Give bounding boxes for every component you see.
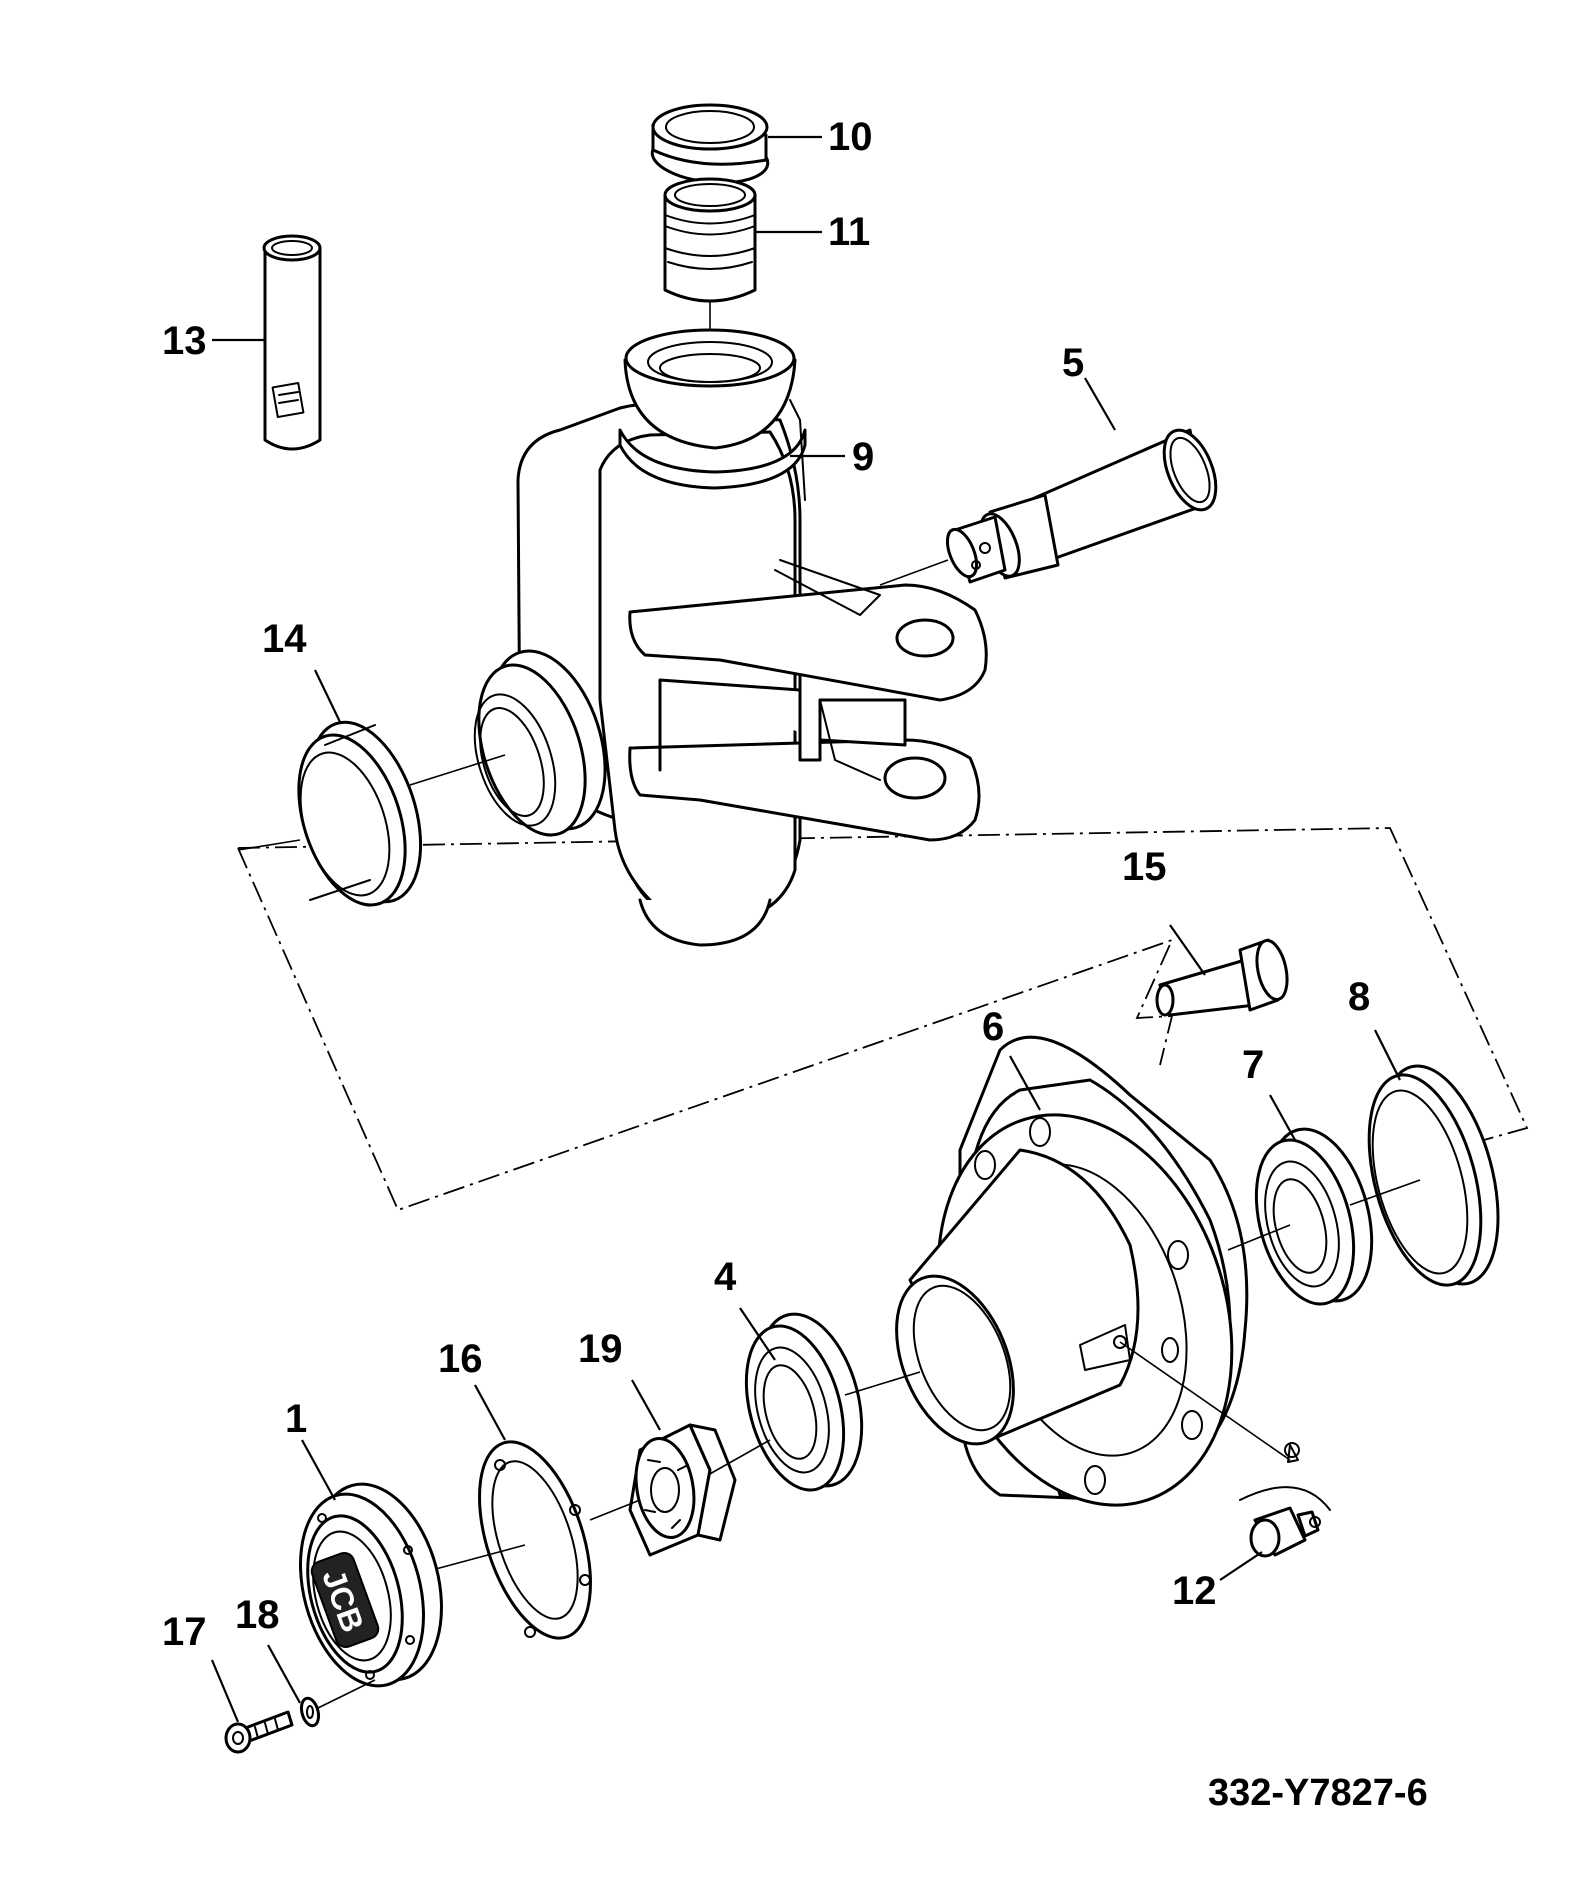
callout-8: 8: [1348, 975, 1370, 1019]
callout-1: 1: [285, 1397, 307, 1441]
axis-16-1: [431, 1544, 526, 1571]
callout-17: 17: [162, 1610, 207, 1654]
callout-9: 9: [852, 435, 874, 479]
callout-18: 18: [235, 1593, 280, 1637]
leader-lines: [210, 135, 1401, 1723]
axis-6-12: [1119, 1341, 1291, 1461]
axis-5-9: [879, 559, 949, 586]
callout-labels: 10 11 13 5 9 14 15 8 6 7 4 19 16 1 18 17…: [162, 115, 1370, 1654]
part-14-seal[interactable]: [279, 708, 441, 918]
callout-5: 5: [1062, 341, 1084, 385]
part-11-bush[interactable]: [663, 177, 757, 303]
axis-19-16: [589, 1499, 641, 1521]
part-4-bearing[interactable]: [730, 1303, 879, 1501]
callout-10: 10: [828, 115, 873, 159]
axis-8-7: [1349, 1179, 1421, 1206]
axis-19-4: [707, 1439, 771, 1476]
axis-18-1: [317, 1679, 376, 1709]
part-10-ring[interactable]: [650, 103, 770, 188]
callout-16: 16: [438, 1337, 483, 1381]
axis-14-left: [237, 839, 301, 851]
part-15-bolt[interactable]: [1155, 938, 1292, 1017]
callout-12: 12: [1172, 1569, 1217, 1613]
callout-11: 11: [828, 210, 870, 254]
axis-14-9: [409, 754, 506, 786]
part-9-swivel-housing[interactable]: [459, 328, 988, 947]
part-18-washer[interactable]: [299, 1696, 322, 1728]
part-17-screw[interactable]: [224, 1710, 294, 1754]
part-5-axle-pin[interactable]: [942, 423, 1227, 584]
part-12-grease-nipple[interactable]: [1239, 1442, 1331, 1558]
callout-14: 14: [262, 617, 307, 661]
axis-7-6: [1227, 1224, 1291, 1251]
callout-7: 7: [1242, 1043, 1264, 1087]
part-13-pin[interactable]: [262, 234, 322, 451]
callout-15: 15: [1122, 845, 1167, 889]
part-6-hub[interactable]: [874, 1035, 1280, 1543]
diagram-reference-code: 332-Y7827-6: [1208, 1772, 1428, 1814]
callout-19: 19: [578, 1327, 623, 1371]
part-8-seal[interactable]: [1349, 1053, 1519, 1297]
part-16-gasket[interactable]: [458, 1428, 612, 1652]
axis-4-6: [844, 1371, 921, 1396]
part-19-castle-nut[interactable]: [628, 1423, 737, 1557]
assembly-boundary-line: [237, 827, 1529, 1212]
callout-6: 6: [982, 1005, 1004, 1049]
part-1-hub-cap[interactable]: JCB: [281, 1470, 462, 1700]
callout-4: 4: [714, 1255, 737, 1299]
callout-13: 13: [162, 319, 207, 363]
part-7-bearing[interactable]: [1240, 1118, 1389, 1315]
